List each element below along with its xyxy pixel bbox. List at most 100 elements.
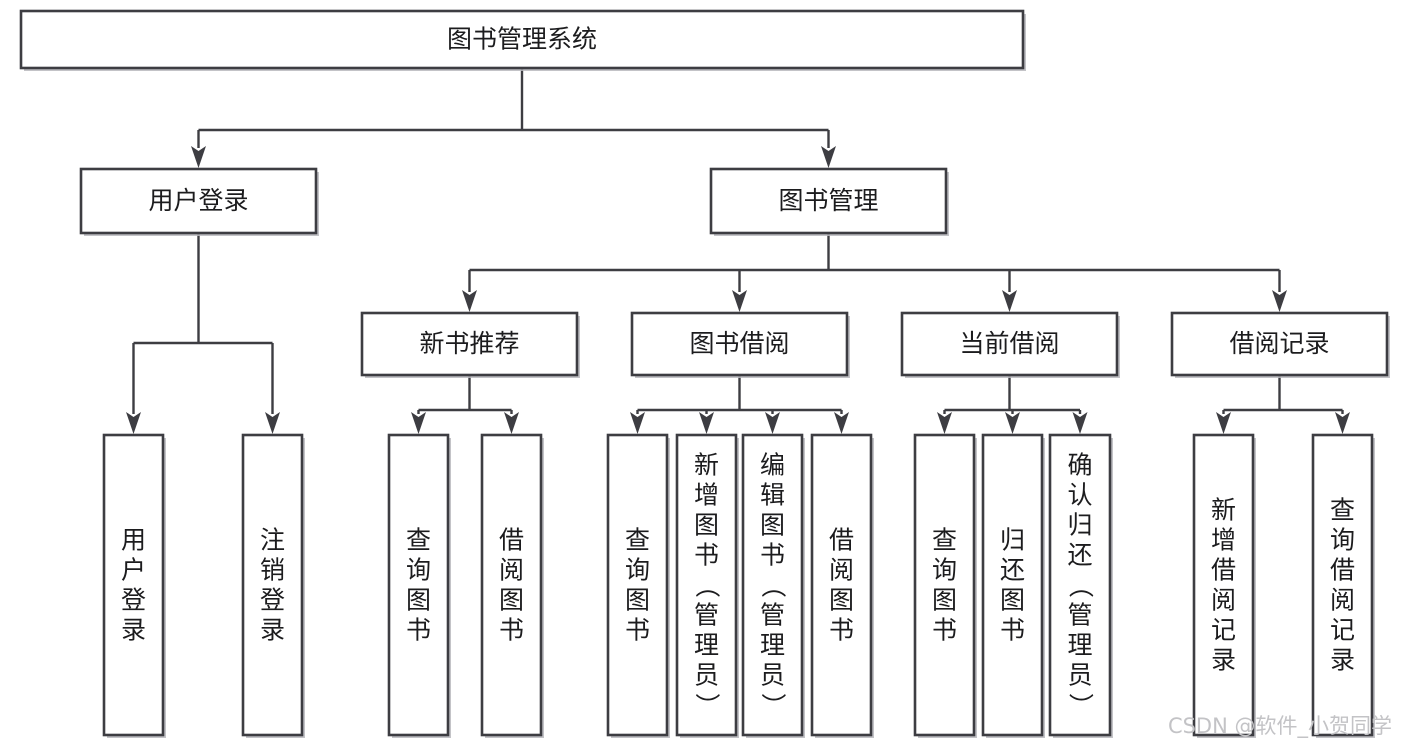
svg-text:查: 查 — [625, 525, 650, 554]
svg-text:借: 借 — [829, 525, 854, 554]
node-leaf-borrow-book-2-box[interactable] — [810, 433, 873, 737]
svg-text:认: 认 — [1067, 480, 1092, 509]
svg-text:编: 编 — [760, 450, 785, 479]
node-borrow-record-label: 借阅记录 — [1229, 329, 1329, 358]
svg-text:户: 户 — [121, 555, 146, 584]
connector-borrow-record-arrow-0 — [1216, 412, 1231, 434]
svg-text:图: 图 — [499, 585, 524, 614]
connector-borrow-record-arrow-1 — [1335, 412, 1350, 434]
connector-user-login-arrow-1 — [265, 412, 280, 434]
svg-text:书: 书 — [932, 615, 957, 644]
connector-book-borrow-arrow-2 — [765, 412, 780, 434]
svg-text:图: 图 — [694, 510, 719, 539]
svg-text:图: 图 — [625, 585, 650, 614]
svg-text:图: 图 — [932, 585, 957, 614]
node-book-borrow-label: 图书借阅 — [689, 329, 789, 358]
svg-text:借: 借 — [499, 525, 524, 554]
svg-text:书: 书 — [625, 615, 650, 644]
node-current-borrow-label: 当前借阅 — [959, 329, 1059, 358]
svg-text:查: 查 — [406, 525, 431, 554]
svg-text:员: 员 — [1067, 660, 1092, 689]
svg-text:新: 新 — [694, 450, 719, 479]
node-leaf-query-book-3-box[interactable] — [913, 433, 976, 737]
root-node-box[interactable] — [19, 9, 1025, 70]
svg-text:员: 员 — [760, 660, 785, 689]
node-leaf-user-login-box[interactable] — [102, 433, 165, 737]
node-leaf-add-book-admin-box[interactable] — [675, 433, 738, 737]
svg-text:（: （ — [1066, 573, 1095, 598]
node-user-login-box[interactable] — [79, 167, 318, 235]
connector-current-borrow-arrow-2 — [1072, 412, 1088, 434]
svg-text:管: 管 — [694, 600, 719, 629]
node-book-management-box[interactable] — [709, 167, 948, 235]
node-new-book-recommend-box[interactable] — [360, 311, 579, 377]
node-leaf-user-logout-box[interactable] — [241, 433, 304, 737]
connector-book-borrow-arrow-3 — [834, 412, 849, 434]
connector-book-borrow-arrow-0 — [630, 412, 645, 434]
node-leaf-return-book-box[interactable] — [981, 433, 1044, 737]
svg-text:管: 管 — [760, 600, 785, 629]
node-leaf-query-borrow-record-box[interactable] — [1311, 433, 1374, 737]
connector-new-book-recommend-arrow-1 — [504, 412, 519, 434]
svg-text:理: 理 — [694, 630, 719, 659]
svg-text:）: ） — [759, 693, 788, 718]
connector-book-management-arrow-2 — [1002, 290, 1017, 312]
connector-new-book-recommend-arrow-0 — [411, 412, 426, 434]
svg-text:登: 登 — [121, 585, 146, 614]
svg-text:书: 书 — [406, 615, 431, 644]
node-leaf-borrow-book-1-box[interactable] — [480, 433, 543, 737]
node-leaf-confirm-return-admin-box[interactable] — [1048, 433, 1112, 737]
svg-text:确: 确 — [1067, 450, 1092, 479]
svg-text:（: （ — [693, 573, 722, 598]
svg-text:还: 还 — [1067, 540, 1092, 569]
svg-text:辑: 辑 — [760, 480, 785, 509]
svg-text:录: 录 — [260, 615, 285, 644]
node-leaf-query-book-1-box[interactable] — [387, 433, 450, 737]
svg-text:录: 录 — [1330, 645, 1355, 674]
connector-root-arrow-0 — [191, 146, 206, 168]
node-book-borrow-box[interactable] — [630, 311, 849, 377]
svg-text:书: 书 — [760, 540, 785, 569]
node-leaf-edit-book-admin-box[interactable] — [741, 433, 804, 737]
svg-text:增: 增 — [1211, 525, 1236, 554]
svg-text:查: 查 — [932, 525, 957, 554]
svg-text:书: 书 — [1000, 615, 1025, 644]
svg-text:记: 记 — [1211, 615, 1236, 644]
svg-text:）: ） — [1066, 693, 1095, 718]
node-leaf-add-borrow-record-box[interactable] — [1192, 433, 1255, 737]
root-node-label: 图书管理系统 — [447, 25, 597, 54]
svg-text:归: 归 — [1000, 525, 1025, 554]
node-leaf-user-login-label: 用户登录 — [121, 525, 146, 644]
svg-text:用: 用 — [121, 525, 146, 554]
connector-user-login-arrow-0 — [126, 412, 141, 434]
node-borrow-record-box[interactable] — [1170, 311, 1389, 377]
connector-book-borrow-arrow-1 — [699, 412, 714, 434]
node-current-borrow-box[interactable] — [900, 311, 1119, 377]
svg-text:询: 询 — [406, 555, 431, 584]
svg-text:登: 登 — [260, 585, 285, 614]
svg-text:管: 管 — [1067, 600, 1092, 629]
node-leaf-query-book-2-box[interactable] — [606, 433, 669, 737]
svg-text:增: 增 — [694, 480, 719, 509]
svg-text:询: 询 — [932, 555, 957, 584]
svg-text:）: ） — [693, 693, 722, 718]
connector-current-borrow-arrow-1 — [1005, 412, 1020, 434]
connector-root-arrow-1 — [821, 146, 836, 168]
svg-text:图: 图 — [406, 585, 431, 614]
svg-text:询: 询 — [625, 555, 650, 584]
svg-text:（: （ — [759, 573, 788, 598]
svg-text:询: 询 — [1330, 525, 1355, 554]
svg-text:图: 图 — [760, 510, 785, 539]
node-user-login-label: 用户登录 — [148, 186, 248, 215]
